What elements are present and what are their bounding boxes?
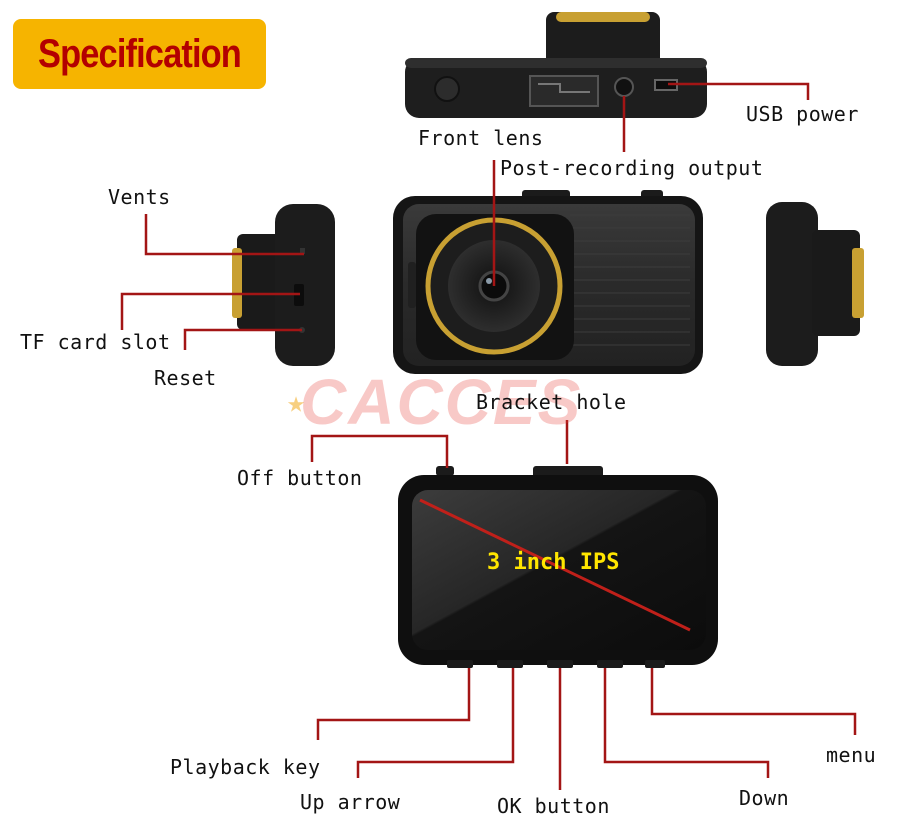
label-vents: Vents: [108, 185, 171, 209]
brand-watermark: CACCES: [300, 366, 583, 438]
label-off-button: Off button: [237, 466, 363, 490]
label-ok-button: OK button: [497, 794, 610, 818]
screen-size-label: 3 inch IPS: [487, 550, 620, 575]
callout-lines: [120, 82, 857, 790]
label-menu: menu: [826, 743, 877, 767]
page-title: Specification: [38, 32, 242, 76]
label-tf-card-slot: TF card slot: [20, 330, 171, 354]
watermark-star-icon: ★: [287, 385, 306, 420]
label-up-arrow: Up arrow: [300, 790, 401, 814]
label-down: Down: [739, 786, 790, 810]
left-side-view: [232, 204, 335, 366]
right-side-view: [766, 202, 864, 366]
label-post-recording-output: Post-recording output: [500, 156, 764, 180]
top-view: [405, 12, 707, 118]
label-front-lens: Front lens: [418, 126, 544, 150]
front-view: [393, 190, 703, 374]
label-playback-key: Playback key: [170, 755, 321, 779]
back-view: [398, 466, 718, 668]
title-badge: Specification: [13, 19, 266, 89]
label-bracket-hole: Bracket hole: [476, 390, 627, 414]
label-usb-power: USB power: [746, 102, 859, 126]
label-reset: Reset: [154, 366, 217, 390]
